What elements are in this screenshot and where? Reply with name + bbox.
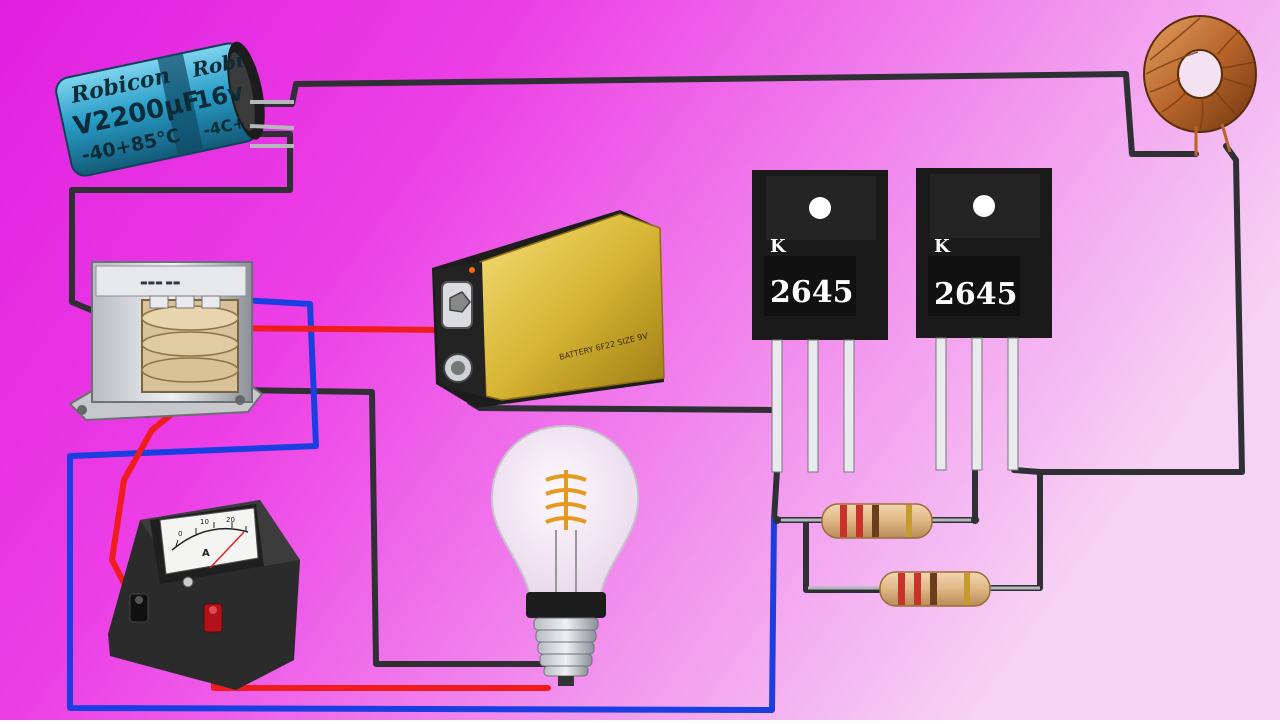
ammeter: 0 10 20 A (108, 500, 300, 690)
transformer-plate: ▬▬▬ ▬▬ (140, 278, 180, 287)
transformer: ▬▬▬ ▬▬ (68, 261, 264, 422)
wire-blue-loop (67, 297, 777, 713)
transistor-1-number: 2645 (770, 275, 854, 310)
wire-resistor-bottom-left (803, 517, 885, 593)
transistor-2-number: 2645 (934, 277, 1018, 312)
toroid-inductor (1143, 15, 1257, 156)
resistor-1 (778, 503, 980, 539)
transistor-1: K 2645 (752, 170, 888, 473)
resistor-2 (808, 571, 1040, 607)
ammeter-terminal-red (203, 603, 223, 633)
ammeter-terminal-black (129, 593, 149, 623)
ammeter-scale-10: 10 (200, 518, 209, 526)
ammeter-scale-20: 20 (226, 516, 235, 524)
light-bulb (490, 424, 640, 686)
transistor-2-prefix: K (934, 236, 951, 257)
ammeter-scale-0: 0 (178, 530, 182, 538)
ammeter-unit: A (202, 548, 210, 559)
transistor-2: K 2645 (916, 168, 1052, 471)
junction-dots (773, 516, 979, 524)
transistor-1-prefix: K (770, 236, 787, 257)
battery: BATTERY 6F22 SIZE 9V (432, 210, 665, 408)
wire-transformer-to-ammeter (109, 401, 187, 617)
